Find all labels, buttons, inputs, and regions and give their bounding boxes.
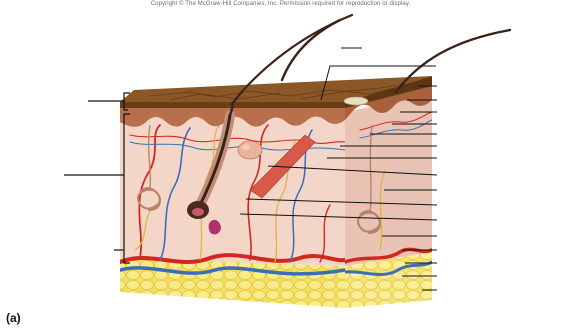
panel-label: (a) <box>6 311 21 325</box>
sebaceous-gland-icon <box>238 141 262 159</box>
